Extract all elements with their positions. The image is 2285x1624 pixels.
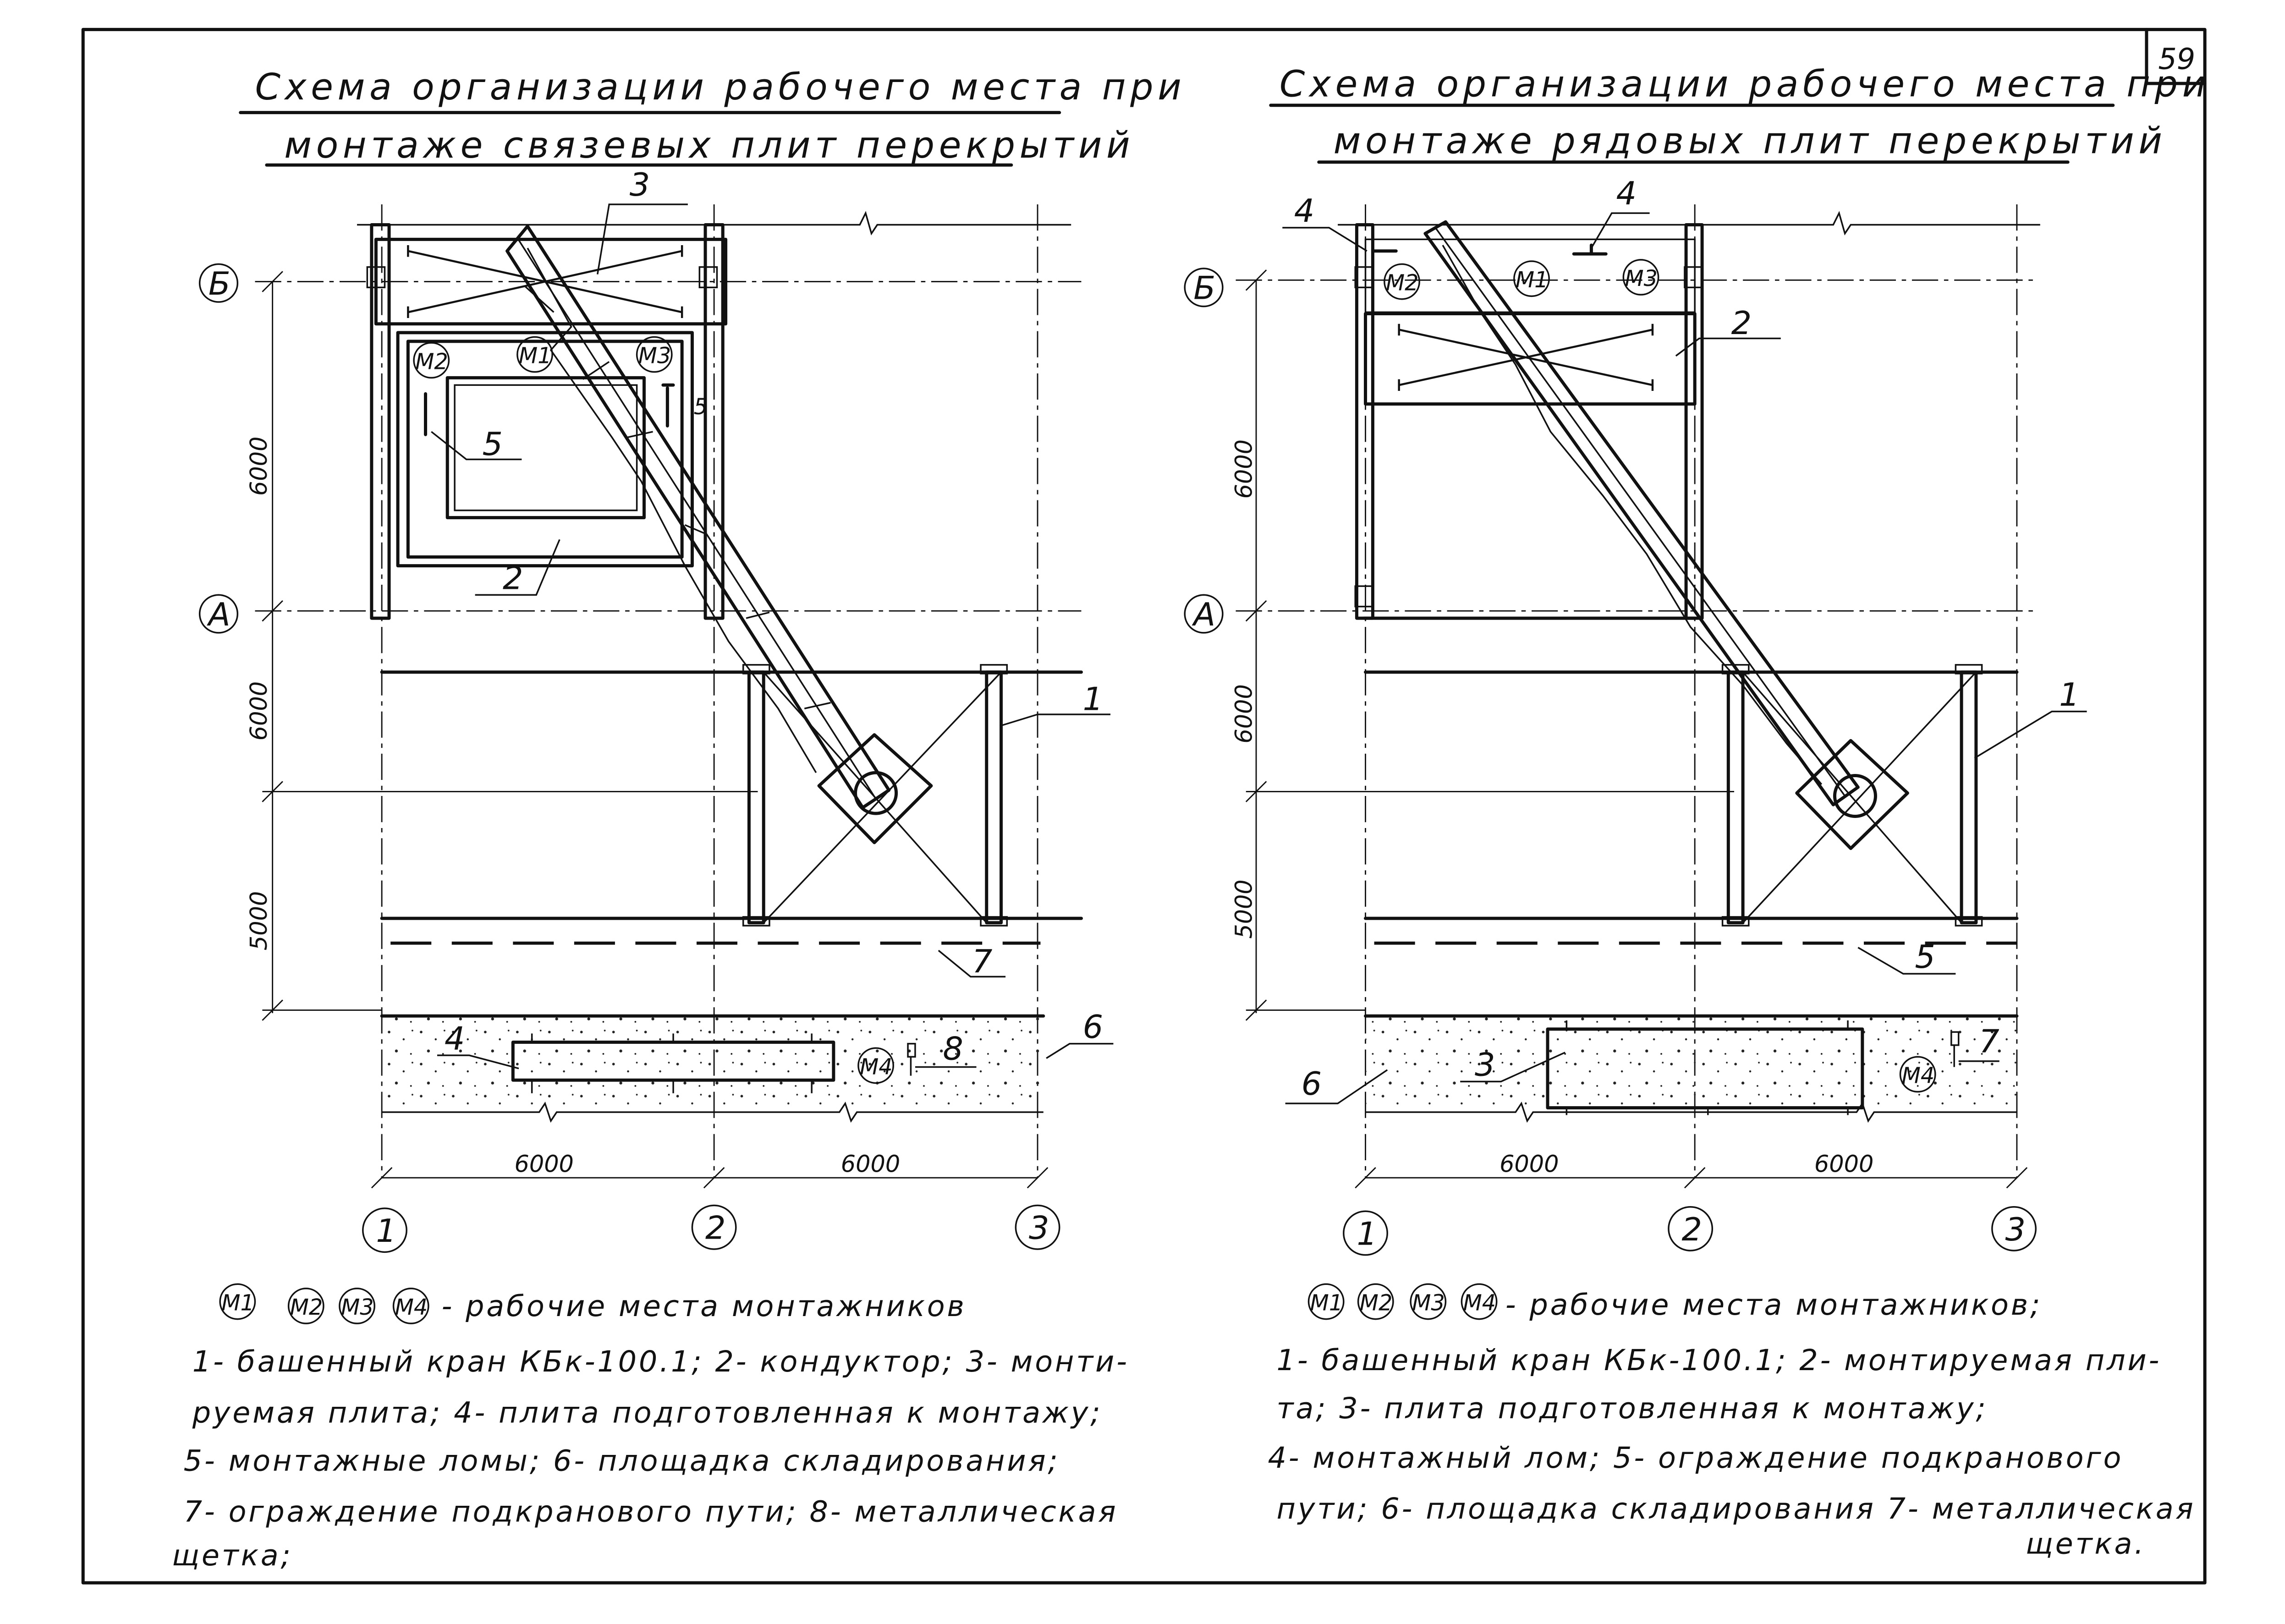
right-scheme: Схема организации рабочего места при мон… [1184,63,2210,1561]
right-callout-6: 6 [1302,1065,1322,1103]
left-axis-3-label: 3 [1029,1210,1049,1247]
svg-text:М4: М4 [1902,1063,1935,1088]
right-axis-2-marker [1668,1206,1714,1251]
right-axis-3-marker [1991,1206,2037,1251]
left-workplace-m1 [516,336,553,373]
svg-text:М1: М1 [1516,268,1549,293]
left-callout-3: 3 [630,166,650,203]
left-axis-3-marker [1015,1204,1060,1250]
left-scheme: Схема организации рабочего места при мон… [172,66,1186,1572]
right-title-line1: Схема организации рабочего места при [1280,63,2210,105]
right-axis-2-label: 2 [1682,1211,1703,1248]
right-dim-v1: 6000 [1230,439,1257,499]
left-title-line1: Схема организации рабочего места при [255,66,1186,108]
left-legend-line-4: 7- ограждение подкранового пути; 8- мета… [184,1495,1118,1529]
svg-text:М3: М3 [341,1295,374,1320]
svg-text:М1: М1 [1310,1291,1343,1316]
left-dim-h2: 6000 [841,1150,900,1177]
right-legend-line-5: щетка. [2026,1527,2146,1561]
left-callout-8: 8 [943,1031,963,1068]
svg-text:М1: М1 [221,1291,254,1316]
right-legend-line-2: та; 3- плита подготовленная к монтажу; [1277,1391,1988,1425]
right-axis-B-marker [1184,268,1224,307]
right-callout-2: 2 [1731,305,1752,342]
left-axis-2-label: 2 [705,1210,726,1247]
left-axis-1-label: 1 [376,1213,396,1250]
left-legend-line-1: 1- башенный кран КБк-100.1; 2- кондуктор… [192,1344,1129,1378]
left-axis-2-marker [691,1204,737,1250]
right-legend-line-4: пути; 6- площадка складирования 7- метал… [1277,1492,2196,1525]
svg-text:М4: М4 [395,1295,428,1320]
right-legend-line-1: 1- башенный кран КБк-100.1; 2- монтируем… [1277,1343,2162,1377]
right-callout-5: 5 [1915,938,1935,976]
right-workplace-m4 [1899,1056,1936,1093]
page-number-box [2145,27,2207,85]
left-callout-5a: 5 [483,426,503,463]
right-legend: М1 М2 М3 М4 - рабочие места монтажников;… [1268,1283,2196,1561]
left-legend-line-3: 5- монтажные ломы; 6- площадка складиров… [184,1443,1060,1477]
right-axis-B-label: Б [1193,270,1215,307]
svg-text:М3: М3 [1412,1291,1445,1316]
left-workplace-m4 [857,1047,894,1084]
right-callout-4a: 4 [1294,192,1315,230]
left-callout-5b: 5 [694,395,708,420]
right-dim-h1: 6000 [1500,1150,1559,1177]
left-workplace-m3 [636,336,673,373]
right-callout-3: 3 [1475,1047,1495,1084]
right-callout-1: 1 [2059,676,2080,713]
left-legend-line-5: щетка; [172,1538,292,1572]
right-axis-A-marker [1184,594,1224,634]
left-callout-4: 4 [445,1020,465,1057]
right-axis-1-marker [1343,1210,1388,1256]
sheet-frame [81,27,2207,1585]
right-workplace-m3 [1622,259,1659,296]
svg-text:М4: М4 [860,1054,892,1080]
left-legend-line-2: руемая плита; 4- плита подготовленная к … [192,1395,1103,1429]
page-number: 59 [2158,42,2195,76]
right-dim-h2: 6000 [1814,1150,1873,1177]
svg-text:М3: М3 [638,344,671,369]
svg-text:М2: М2 [1386,271,1419,296]
left-dim-v3: 5000 [245,891,272,950]
left-callout-1: 1 [1083,680,1104,718]
left-workplace-m2 [413,342,450,379]
right-dim-v2: 6000 [1230,684,1257,743]
left-dim-v1: 6000 [245,437,272,496]
svg-text:М2: М2 [1360,1291,1393,1316]
svg-text:М2: М2 [415,349,448,374]
right-workplace-m1 [1513,260,1550,297]
right-axis-1-label: 1 [1357,1215,1377,1252]
left-callout-7: 7 [972,943,993,980]
left-axis-B-label: Б [209,265,231,302]
left-legend-line-0: - рабочие места монтажников [441,1289,966,1323]
right-title-line2: монтаже рядовых плит перекрытий [1334,120,2167,162]
right-axis-A-label: А [1192,596,1215,633]
left-title-line2: монтаже связевых плит перекрытий [284,124,1134,166]
svg-text:М4: М4 [1463,1291,1496,1316]
right-workplace-m2 [1384,263,1420,300]
left-dim-h1: 6000 [514,1150,573,1177]
svg-text:М2: М2 [290,1295,323,1320]
left-callout-2: 2 [503,560,523,597]
left-axis-A-marker [198,594,239,634]
svg-text:М3: М3 [1625,266,1658,291]
svg-text:М1: М1 [519,344,552,369]
left-axis-B-marker [198,263,239,303]
left-axis-1-marker [362,1207,407,1253]
right-axis-3-label: 3 [2005,1211,2026,1248]
left-callout-6: 6 [1083,1009,1104,1046]
right-legend-line-3: 4- монтажный лом; 5- ограждение подкрано… [1268,1441,2123,1475]
left-legend: М1 М2 М3 М4 - рабочие места монтажников … [172,1283,1129,1572]
right-callout-7: 7 [1979,1023,1999,1060]
left-axis-A-label: А [207,596,231,633]
right-legend-line-0: - рабочие места монтажников; [1505,1288,2042,1322]
right-dim-v3: 5000 [1230,879,1257,938]
right-callout-4b: 4 [1616,175,1637,212]
left-dim-v2: 6000 [245,681,272,741]
